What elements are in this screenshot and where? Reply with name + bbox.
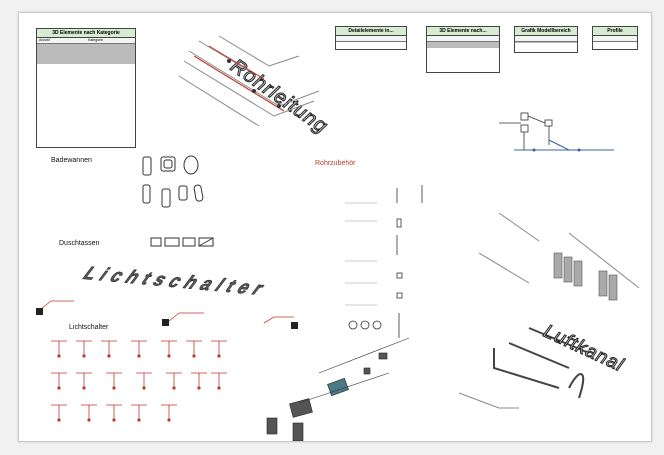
schedule-row [37,57,135,58]
schedule-3d-elements[interactable]: 3D Elemente nach... ​​ [426,26,500,73]
schedule-profiles[interactable]: Profile ​​ [592,26,638,50]
schedule-graphic-model[interactable]: Grafik Modellbereich ​​ [514,26,578,53]
column-header-count: Anzahl [39,38,50,42]
switch-symbol[interactable] [131,340,147,355]
connection-diagram[interactable] [489,95,614,175]
duct-drawing[interactable] [439,193,649,433]
switch-symbol[interactable] [131,404,147,419]
pipe-fittings-legend[interactable] [337,173,457,343]
schedule-row [37,56,135,57]
schedule-row [515,42,577,43]
bathtub-symbols[interactable] [137,151,227,221]
schedule-row [37,52,135,53]
switch-dot [112,386,116,390]
schedule-column-headers: ​​ [593,36,637,42]
schedule-row [37,60,135,61]
switch-symbol[interactable] [76,340,92,355]
switch-symbol[interactable] [51,404,67,419]
switch-dot [82,354,86,358]
switch-symbol[interactable] [166,372,182,387]
schedule-row [427,45,499,46]
switch-symbol[interactable] [106,404,122,419]
switch-dot [172,386,176,390]
switch-dot [167,418,171,422]
schedule-column-headers: ​​ [336,36,406,42]
light-switch-symbols[interactable] [29,295,319,335]
switch-symbol[interactable] [76,372,92,387]
schedule-row [427,46,499,47]
switch-dot [217,354,221,358]
schedule-row [37,44,135,45]
schedule-row [427,42,499,43]
switch-symbol[interactable] [161,404,177,419]
drawing-sheet: 3D Elemente nach Kategorie Anzahl Katego… [18,12,652,442]
schedule-column-headers: ​​ [515,36,577,42]
schedule-row [37,45,135,46]
label-lichtschalter: Lichtschalter [69,324,109,331]
schedule-title: Profile [593,27,637,36]
3d-equipment-group[interactable] [259,337,429,442]
schedule-row [37,47,135,48]
switch-symbol[interactable] [51,372,67,387]
schedule-detail-elements[interactable]: Detailelemente in... ​​ [335,26,407,50]
schedule-row [37,53,135,54]
switch-symbol[interactable] [211,340,227,355]
schedule-column-headers: Anzahl Kategorie [37,38,135,44]
switch-dot [137,354,141,358]
pipe-drawing[interactable] [159,31,329,141]
switch-symbol[interactable] [101,340,117,355]
schedule-row [37,55,135,56]
switch-dot [57,418,61,422]
schedule-title: Grafik Modellbereich [515,27,577,36]
switch-dot [82,386,86,390]
schedule-row [37,58,135,59]
category-schedule-table[interactable]: 3D Elemente nach Kategorie Anzahl Katego… [36,28,136,148]
switch-dot [57,354,61,358]
switch-dot [217,386,221,390]
switch-symbol[interactable] [51,340,67,355]
schedule-title: 3D Elemente nach... [427,27,499,36]
schedule-row [37,46,135,47]
switch-dot [112,418,116,422]
shower-tray-symbols[interactable] [149,235,229,249]
switch-symbol[interactable] [106,372,122,387]
switch-dot [192,354,196,358]
label-badewannen: Badewannen [51,157,92,164]
switch-symbol[interactable] [186,340,202,355]
schedule-title: Detailelemente in... [336,27,406,36]
schedule-row [427,43,499,44]
schedule-column-headers: ​​ [427,36,499,42]
switch-dot [87,418,91,422]
schedule-row [37,49,135,50]
switch-symbol[interactable] [81,404,97,419]
switch-symbol[interactable] [191,372,207,387]
switch-dot [142,386,146,390]
switch-dot [107,354,111,358]
switch-dot [197,386,201,390]
switch-dot [167,354,171,358]
schedule-rows [427,42,499,48]
switch-symbol[interactable] [211,372,227,387]
switch-symbol[interactable] [161,340,177,355]
switch-dot [57,386,61,390]
schedule-row [37,50,135,51]
schedule-row [37,48,135,49]
label-duschtassen: Duschtassen [59,240,100,247]
schedule-row [37,61,135,62]
schedule-row [37,54,135,55]
schedule-title: 3D Elemente nach Kategorie [37,29,135,38]
schedule-rows [37,44,135,64]
switch-symbol[interactable] [136,372,152,387]
schedule-row [37,59,135,60]
column-header-category: Kategorie [88,38,103,42]
light-switch-grid[interactable] [51,335,251,435]
schedule-row [37,63,135,64]
switch-dot [137,418,141,422]
label-rohrzubehoer: Rohrzubehör [315,160,356,167]
schedule-row [427,44,499,45]
schedule-row [37,51,135,52]
schedule-row [427,47,499,48]
schedule-row [37,62,135,63]
